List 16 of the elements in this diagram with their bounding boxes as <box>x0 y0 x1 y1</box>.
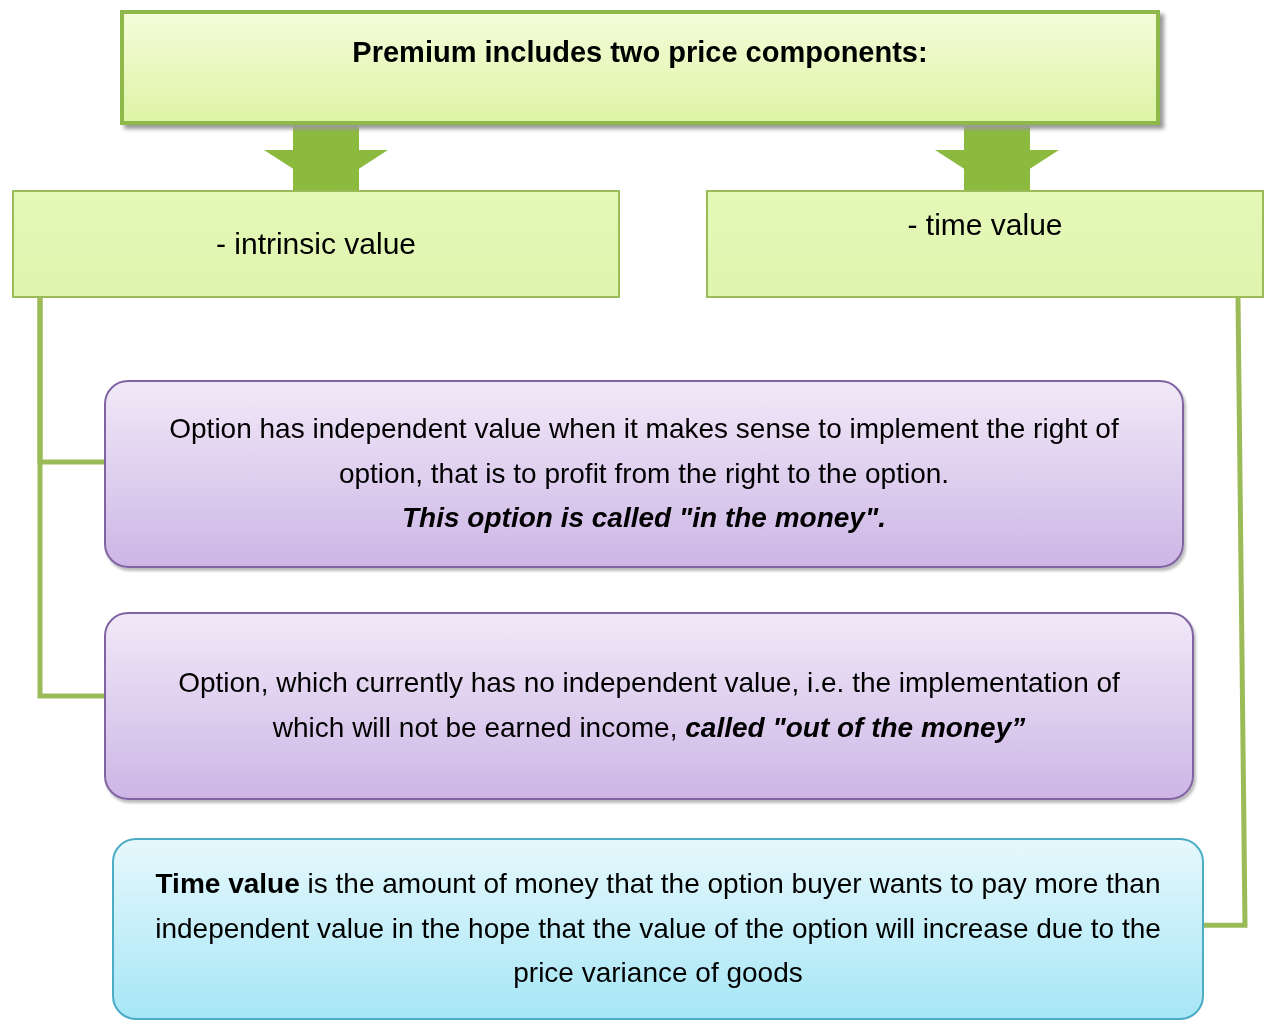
definition-box <box>104 612 1194 800</box>
description-text: Time value is the amount of money that the option buyer wants to pay more than independent value in the hope that the value of the option will increase due to the price variance of goods <box>154 866 1162 991</box>
emphasis-text: This option is called "in the money". <box>402 501 886 536</box>
description-text: Option has independent value when it makes sense to implement the right of option, that is to profit from the right to the option. <box>168 411 1120 491</box>
category-box <box>706 190 1264 298</box>
definition-box <box>104 380 1184 568</box>
description-text: Option, which currently has no independent value, i.e. the implementation of which will not be earned income, called "out of the money” <box>177 666 1121 745</box>
block-arrow <box>935 125 1059 190</box>
definition-box <box>112 838 1204 1020</box>
header-text: Premium includes two price components: <box>352 36 928 69</box>
category-label: - time value <box>907 208 1063 242</box>
block-arrow <box>264 125 388 190</box>
connector-line <box>37 298 104 699</box>
header-box <box>120 10 1160 125</box>
category-box <box>12 190 620 298</box>
category-label: - intrinsic value <box>215 227 417 261</box>
